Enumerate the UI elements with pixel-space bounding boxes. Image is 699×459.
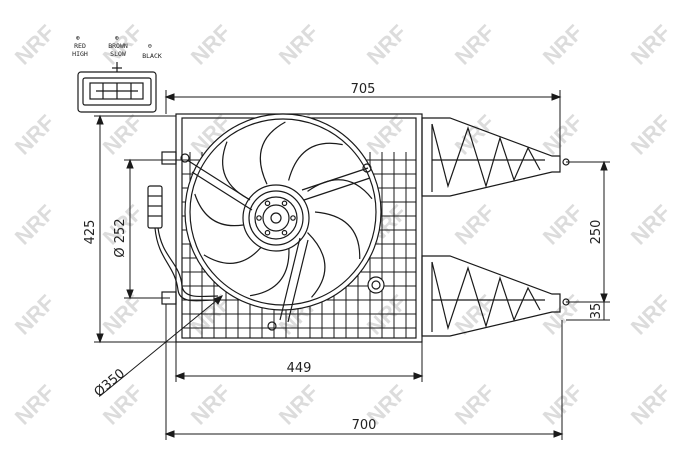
watermark-text: NRF [274, 380, 324, 430]
watermark-text: NRF [626, 380, 676, 430]
watermark-text: NRF [450, 200, 500, 250]
dim-shroud-diameter: Ø 252 [113, 218, 128, 257]
watermark-logo: NRF [274, 20, 324, 70]
watermark-logo: NRF [10, 290, 60, 340]
hub-hole [281, 229, 288, 236]
hub-hole [264, 200, 271, 207]
watermark-logo: NRF [538, 290, 588, 340]
watermark-logo: NRF [626, 290, 676, 340]
watermark-logo: NRF [10, 200, 60, 250]
pin2-label-2: SLOW [110, 50, 126, 58]
fan-blade [259, 121, 286, 185]
watermark-logo: NRF [98, 290, 148, 340]
watermark-text: NRF [186, 20, 236, 70]
fan-assembly [180, 113, 385, 331]
hub-hole [281, 200, 288, 207]
watermark-text: NRF [98, 290, 148, 340]
watermark-text: NRF [10, 20, 60, 70]
watermark-text: NRF [626, 200, 676, 250]
watermark-text: NRF [538, 20, 588, 70]
watermark-logo: NRF [450, 290, 500, 340]
dim-left-height: 425 [83, 220, 98, 245]
watermark-text: NRF [98, 110, 148, 160]
pin1-label: RED [74, 42, 86, 50]
watermark-logo: NRF [538, 200, 588, 250]
watermark-text: NRF [538, 380, 588, 430]
watermark-text: NRF [186, 380, 236, 430]
watermark-text: NRF [538, 290, 588, 340]
pin3-label: BLACK [142, 52, 162, 60]
watermark-logo: NRF [626, 110, 676, 160]
watermark-logo: NRF [186, 380, 236, 430]
watermark-text: NRF [626, 290, 676, 340]
watermark-text: NRF [186, 290, 236, 340]
watermark-text: NRF [450, 110, 500, 160]
hub-hole [290, 215, 296, 221]
watermark-text: NRF [10, 200, 60, 250]
watermark-logo: NRF [538, 20, 588, 70]
watermark-text: NRF [362, 290, 412, 340]
watermark-text: NRF [10, 290, 60, 340]
connector-plug [77, 62, 157, 113]
watermark-text: NRF [538, 110, 588, 160]
pin2-symbol: ⊕ [115, 34, 119, 42]
watermark-logo: NRF [626, 200, 676, 250]
watermark-logo: NRF [450, 200, 500, 250]
watermark-text: NRF [362, 110, 412, 160]
mounting-brackets [161, 117, 570, 337]
fan-blade [249, 243, 290, 297]
fan-blade [307, 179, 373, 200]
watermark-logo: NRF [362, 290, 412, 340]
dim-mount-offset: 35 [589, 303, 604, 320]
watermark-logo: NRF [186, 290, 236, 340]
wiring-harness [147, 185, 219, 302]
watermark-logo: NRF [274, 380, 324, 430]
pin1-symbol: ⊕ [76, 34, 80, 42]
watermark-logo: NRF [450, 110, 500, 160]
watermark-logo: NRF [10, 380, 60, 430]
watermark-logo: NRF [10, 20, 60, 70]
dim-mount-spacing: 250 [589, 220, 604, 245]
watermark-text: NRF [626, 110, 676, 160]
dim-top-width: 705 [351, 82, 376, 97]
watermark-logo: NRF [98, 110, 148, 160]
watermark-logo: NRF [538, 110, 588, 160]
pin2-label: BROWN [108, 42, 128, 50]
fan-blade [288, 142, 343, 181]
watermark-logo: NRF [626, 20, 676, 70]
watermark-logo: NRF [186, 20, 236, 70]
watermark-text: NRF [10, 110, 60, 160]
connector-pin-labels: ⊕ RED HIGH ⊕ BROWN SLOW ⊖ BLACK [72, 34, 162, 60]
watermark-text: NRF [626, 20, 676, 70]
dim-core-width: 449 [287, 361, 312, 376]
hub-hole [256, 215, 262, 221]
fan-blade [314, 211, 361, 260]
watermark-text: NRF [450, 290, 500, 340]
fan-blade [307, 232, 326, 298]
watermark-text: NRF [362, 20, 412, 70]
pin3-symbol: ⊖ [148, 42, 152, 50]
hub-hole [264, 229, 271, 236]
watermark-logo: NRF [362, 110, 412, 160]
dim-bottom-width: 700 [352, 418, 377, 433]
watermark-text: NRF [450, 20, 500, 70]
watermark-text: NRF [274, 20, 324, 70]
watermark-logo: NRF [450, 20, 500, 70]
watermark-logo: NRF [538, 380, 588, 430]
watermark-text: NRF [10, 380, 60, 430]
watermark-logo: NRF [362, 20, 412, 70]
watermark-text: NRF [450, 380, 500, 430]
watermark-logo: NRF [450, 380, 500, 430]
watermark-logo: NRF [10, 110, 60, 160]
watermark-text: NRF [538, 200, 588, 250]
pin1-label-2: HIGH [72, 50, 88, 58]
dimension-lines [94, 90, 610, 440]
watermark-logo: NRF [626, 380, 676, 430]
